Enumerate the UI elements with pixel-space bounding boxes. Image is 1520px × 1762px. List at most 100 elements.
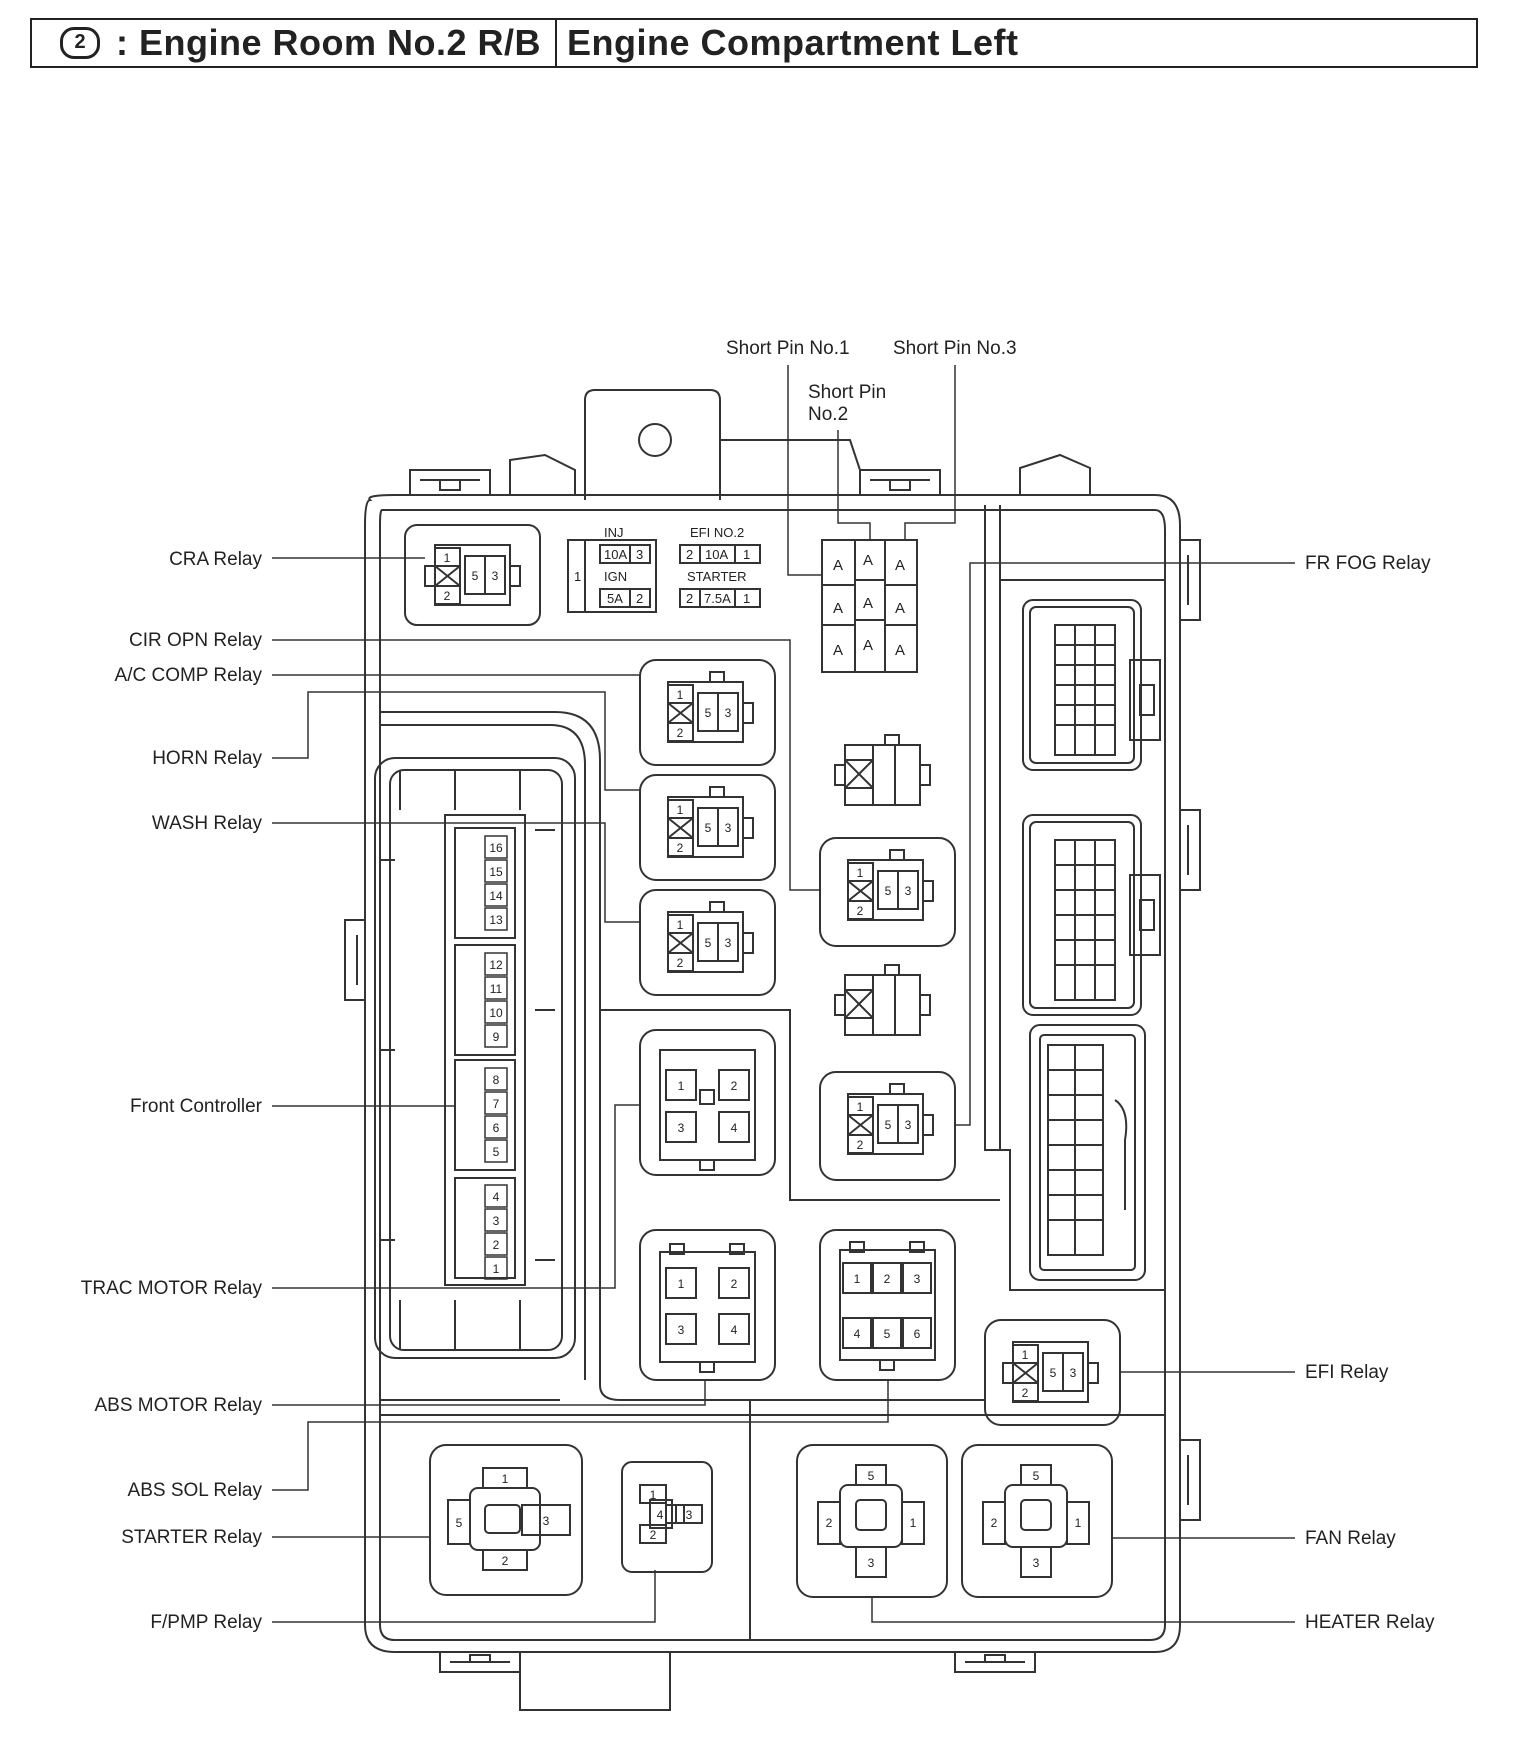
fuse-starter-pin-right: 1 xyxy=(743,591,750,606)
fuse-ign-pin-right: 2 xyxy=(636,591,643,606)
pin-4: 4 xyxy=(731,1323,738,1337)
label-horn-relay: HORN Relay xyxy=(152,748,262,769)
controller-pin-label: 2 xyxy=(493,1238,500,1252)
short-pin-a: A xyxy=(895,557,905,574)
fuse-ign-amp: 5A xyxy=(607,591,623,606)
pin-1: 1 xyxy=(444,551,451,565)
leader-lines-right xyxy=(871,562,1295,1623)
label-short-pin-2b: No.2 xyxy=(808,404,848,425)
pin-5: 5 xyxy=(1033,1469,1040,1483)
label-cra-relay: CRA Relay xyxy=(169,549,262,570)
controller-pin-label: 10 xyxy=(489,1006,503,1020)
pin-3: 3 xyxy=(1033,1556,1040,1570)
controller-pin-label: 5 xyxy=(493,1145,500,1159)
label-fan-relay: FAN Relay xyxy=(1305,1528,1396,1549)
wash-relay xyxy=(639,889,776,996)
pin-5: 5 xyxy=(868,1469,875,1483)
label-wash-relay: WASH Relay xyxy=(152,813,263,834)
location-number-badge: 2 xyxy=(60,27,100,59)
fuse-block-inj-ign xyxy=(567,539,657,613)
pin-1: 1 xyxy=(677,688,684,702)
fuse-efi-no2-label: EFI NO.2 xyxy=(690,525,744,540)
pin-3: 3 xyxy=(725,821,732,835)
top-label-group: Short Pin No.1 Short Pin No.2 Short Pin … xyxy=(726,338,1017,425)
abs-motor-relay xyxy=(639,1229,776,1381)
controller-pin-box xyxy=(484,976,508,1000)
pin-1: 1 xyxy=(678,1277,685,1291)
label-fpmp-relay: F/PMP Relay xyxy=(150,1612,262,1633)
controller-pin-label: 11 xyxy=(490,982,503,996)
pin-1: 1 xyxy=(678,1079,685,1093)
pin-2: 2 xyxy=(884,1272,891,1286)
pin-5: 5 xyxy=(705,706,712,720)
pin-1: 1 xyxy=(677,803,684,817)
cir-opn-relay xyxy=(819,837,956,947)
pin-5: 5 xyxy=(456,1516,463,1530)
label-ac-comp-relay: A/C COMP Relay xyxy=(115,665,263,686)
fuse-efi-no2-pin-right: 1 xyxy=(743,547,750,562)
pin-2: 2 xyxy=(857,1138,864,1152)
abs-sol-relay xyxy=(819,1229,956,1381)
empty-relay-slot-2 xyxy=(834,964,931,1036)
fr-fog-relay xyxy=(819,1071,956,1181)
pin-3: 3 xyxy=(1070,1366,1077,1380)
short-pin-a: A xyxy=(895,600,905,617)
controller-pin-label: 7 xyxy=(493,1097,500,1111)
pin-1: 1 xyxy=(677,918,684,932)
controller-pin-box xyxy=(484,1208,508,1232)
fpmp-relay xyxy=(621,1461,713,1573)
controller-pin-label: 3 xyxy=(493,1214,500,1228)
controller-pin-label: 15 xyxy=(489,865,503,879)
pin-2: 2 xyxy=(731,1079,738,1093)
front-controller-connector xyxy=(374,757,576,1359)
pin-1: 1 xyxy=(857,866,864,880)
controller-pin-box xyxy=(484,835,508,859)
label-short-pin-2a: Short Pin xyxy=(808,382,886,403)
fuse-ign-label: IGN xyxy=(604,569,627,584)
relay-pin-numbers: 1 2 5 3 1 2 5 3 1 2 5 3 1 2 5 3 1 2 5 3 … xyxy=(444,551,1082,1570)
fuse-inj-pin-right: 3 xyxy=(636,547,643,562)
fuse-efi-no2-pin-left: 2 xyxy=(686,547,693,562)
controller-pin-box xyxy=(484,1139,508,1163)
controller-pin-label: 9 xyxy=(493,1030,500,1044)
pin-3: 3 xyxy=(686,1508,693,1522)
controller-pin-label: 8 xyxy=(493,1073,500,1087)
pin-1: 1 xyxy=(1022,1348,1029,1362)
empty-relay-slot-1 xyxy=(834,734,931,806)
cra-relay xyxy=(404,524,541,626)
pin-3: 3 xyxy=(914,1272,921,1286)
pin-5: 5 xyxy=(705,821,712,835)
pin-1: 1 xyxy=(650,1488,657,1502)
pin-3: 3 xyxy=(905,884,912,898)
trac-motor-relay xyxy=(639,1029,776,1176)
pin-4: 4 xyxy=(657,1508,664,1522)
pin-1: 1 xyxy=(854,1272,861,1286)
right-connector-2 xyxy=(1022,814,1161,1016)
fuse-inj-label: INJ xyxy=(604,525,624,540)
pin-3: 3 xyxy=(678,1121,685,1135)
pin-5: 5 xyxy=(472,569,479,583)
fuse-efi-no2-amp: 10A xyxy=(705,547,728,562)
controller-pin-box xyxy=(484,1115,508,1139)
label-short-pin-3: Short Pin No.3 xyxy=(893,338,1017,359)
leader-lines-top xyxy=(787,365,956,576)
pin-2: 2 xyxy=(502,1554,509,1568)
ac-comp-relay xyxy=(639,659,776,766)
controller-pin-box xyxy=(484,1256,508,1280)
pin-2: 2 xyxy=(826,1516,833,1530)
label-fr-fog-relay: FR FOG Relay xyxy=(1305,553,1431,574)
pin-3: 3 xyxy=(678,1323,685,1337)
left-label-group: CRA Relay CIR OPN Relay A/C COMP Relay H… xyxy=(81,549,263,1633)
pin-2: 2 xyxy=(677,956,684,970)
controller-pin-box xyxy=(484,1091,508,1115)
pin-2: 2 xyxy=(1022,1386,1029,1400)
pin-3: 3 xyxy=(725,936,732,950)
label-efi-relay: EFI Relay xyxy=(1305,1362,1389,1383)
pin-2: 2 xyxy=(650,1528,657,1542)
controller-pin-box xyxy=(484,1024,508,1048)
controller-pin-box xyxy=(484,1067,508,1091)
fuse-starter-amp: 7.5A xyxy=(704,591,731,606)
diagram-title: : Engine Room No.2 R/B xyxy=(116,22,541,63)
